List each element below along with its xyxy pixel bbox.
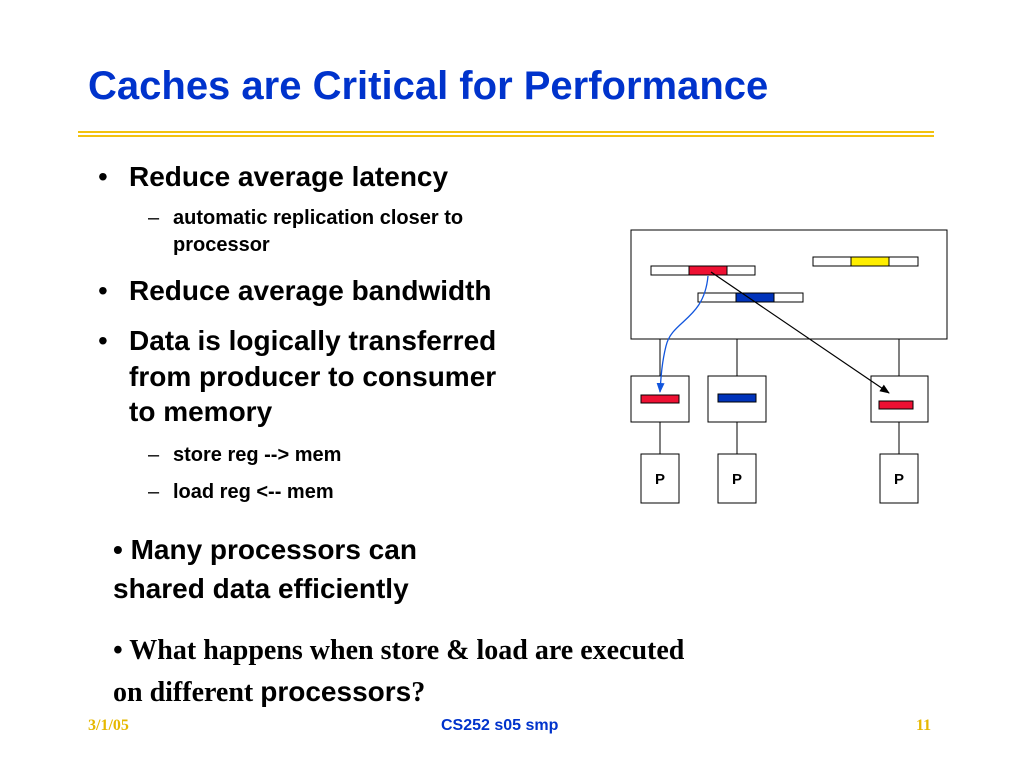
title-rule-bottom [78,135,934,137]
processor-box-3 [879,453,919,504]
sub-bullet-dash: – [148,207,160,229]
bullet-text: Reduce average latency [129,161,449,192]
arrow-memory-to-cache3 [710,271,890,394]
processor-label-2: P [732,471,742,488]
para-line2-word: processors [260,676,412,707]
bullet-dot: • [98,275,108,306]
cache-block-blue [717,393,757,403]
memory-block-yellow [850,256,890,267]
memory-block-red [688,265,728,276]
sub-bullet-text-line2: processor [173,234,270,256]
para-what-happens-line1: • What happens when store & load are exe… [113,635,685,666]
para-what-happens-line2: on different processors? [113,673,425,711]
cache-box-3 [870,375,929,423]
para-line2-prefix: on different [113,677,261,708]
bullet-dot: • [98,325,108,356]
sub-bullet-dash: – [148,481,160,503]
cache-block-red-1 [640,394,680,404]
bullet-dot: • [98,161,108,192]
bullet-text-line2: from producer to consumer [129,361,497,392]
processor-box-1 [640,453,680,504]
para-line2-suffix: ? [411,677,426,708]
arrow-memory-to-cache1 [656,275,709,393]
bullet-text-line3: to memory [129,396,273,427]
footer-page-number: 11 [916,717,932,734]
sub-bullet-text: load reg <-- mem [173,481,334,503]
processor-label-1: P [655,471,665,488]
slide-title: Caches are Critical for Performance [88,64,769,108]
footer-course: CS252 s05 smp [441,717,559,734]
processor-box-2 [717,453,757,504]
cache-block-red-3 [878,400,914,410]
sub-bullet-text-line1: automatic replication closer to [173,207,464,229]
memory-box [630,229,948,340]
bullet-text-line1: Data is logically transferred [129,325,497,356]
memory-block-blue [735,292,775,303]
bullet-text: Reduce average bandwidth [129,275,492,306]
footer-date: 3/1/05 [88,717,129,734]
processor-label-3: P [894,471,904,488]
title-rule-top [78,131,934,133]
para-many-processors-line1: • Many processors can [113,534,417,565]
sub-bullet-text: store reg --> mem [173,444,342,466]
sub-bullet-dash: – [148,444,160,466]
para-many-processors-line2: shared data efficiently [113,573,409,604]
